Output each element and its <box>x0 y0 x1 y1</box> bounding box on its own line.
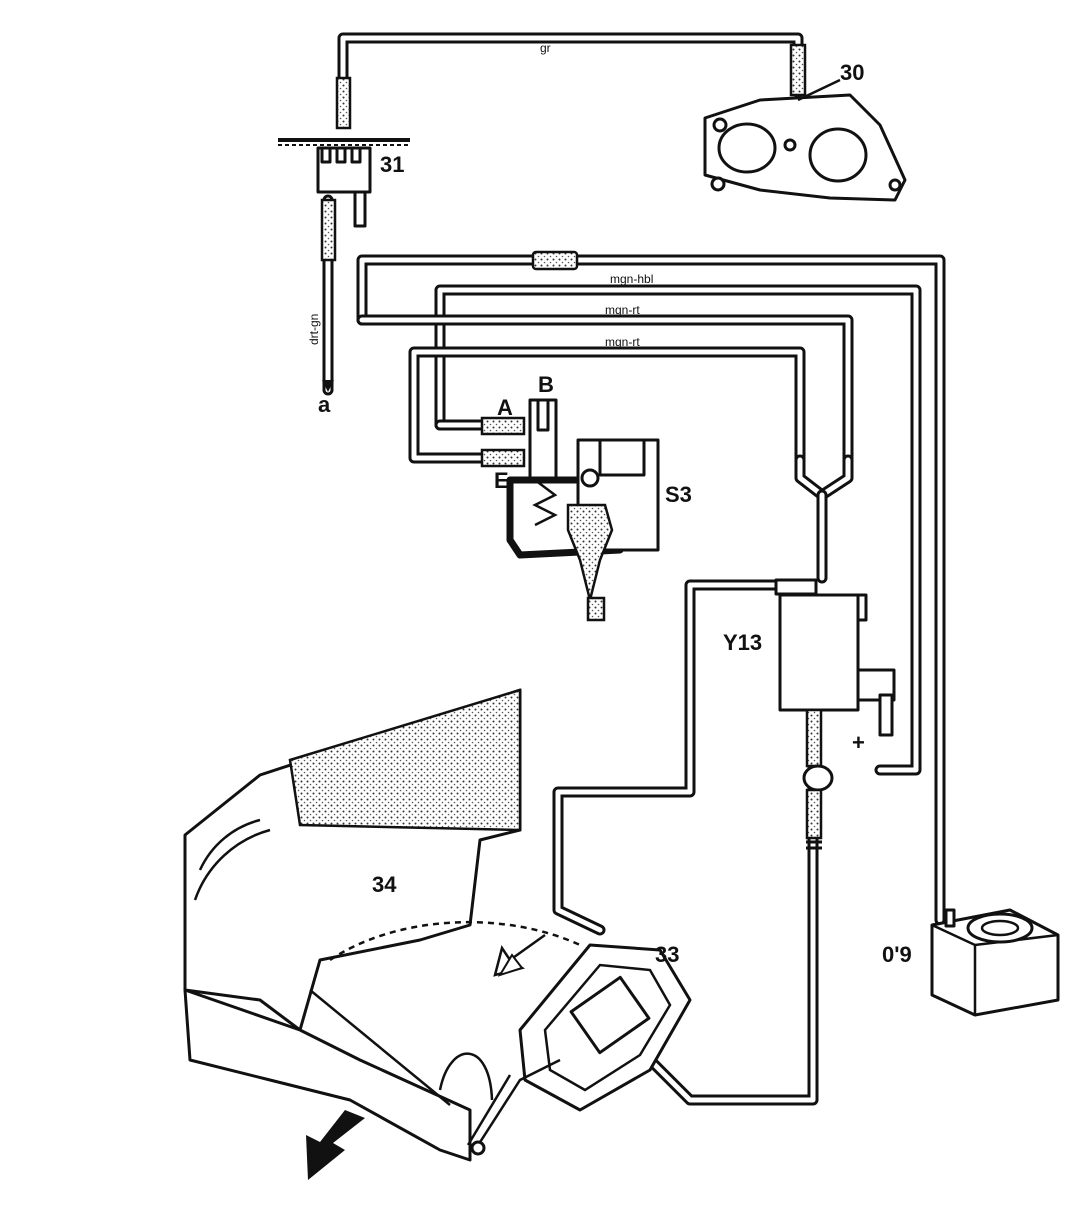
hose-label-mgn-rt-upper: mgn-rt <box>605 303 640 317</box>
air-cleaner-34 <box>183 688 581 1180</box>
hose-label-mgn-rt-lower: mgn-rt <box>605 335 640 349</box>
hose-label-drt-gn: drt-gn <box>307 314 321 345</box>
actuator-33 <box>466 943 692 1156</box>
hose-label-mgn-hbl: mgn-hbl <box>610 272 653 286</box>
label-30: 30 <box>840 60 864 85</box>
label-31: 31 <box>380 152 404 177</box>
label-Y13: Y13 <box>723 630 762 655</box>
inline-filter <box>531 250 579 271</box>
label-E: E <box>494 468 509 493</box>
hose-mgn-rt-upper <box>356 314 854 466</box>
vacuum-unit-31 <box>278 76 410 392</box>
hose-gr <box>337 32 804 101</box>
label-a: a <box>318 392 331 417</box>
manifold-flange-30 <box>703 43 907 202</box>
hose-y13-to-33 <box>552 579 781 936</box>
label-plus: + <box>852 730 865 755</box>
label-B: B <box>538 372 554 397</box>
switch-S3 <box>480 398 660 622</box>
hose-label-gr: gr <box>540 41 551 55</box>
hose-mgn-rt-lower <box>408 346 806 466</box>
label-33: 33 <box>655 942 679 967</box>
hose-y-branch <box>794 454 854 584</box>
hose-battery-loop <box>356 254 946 926</box>
reservoir-019 <box>930 908 1060 1017</box>
hose-y13-down <box>644 704 819 1106</box>
label-A: A <box>497 395 513 420</box>
hose-mgn-hbl <box>434 284 922 776</box>
label-019: 0'9 <box>882 942 912 967</box>
label-S3: S3 <box>665 482 692 507</box>
label-34: 34 <box>372 872 397 897</box>
valve-Y13 <box>774 578 896 850</box>
